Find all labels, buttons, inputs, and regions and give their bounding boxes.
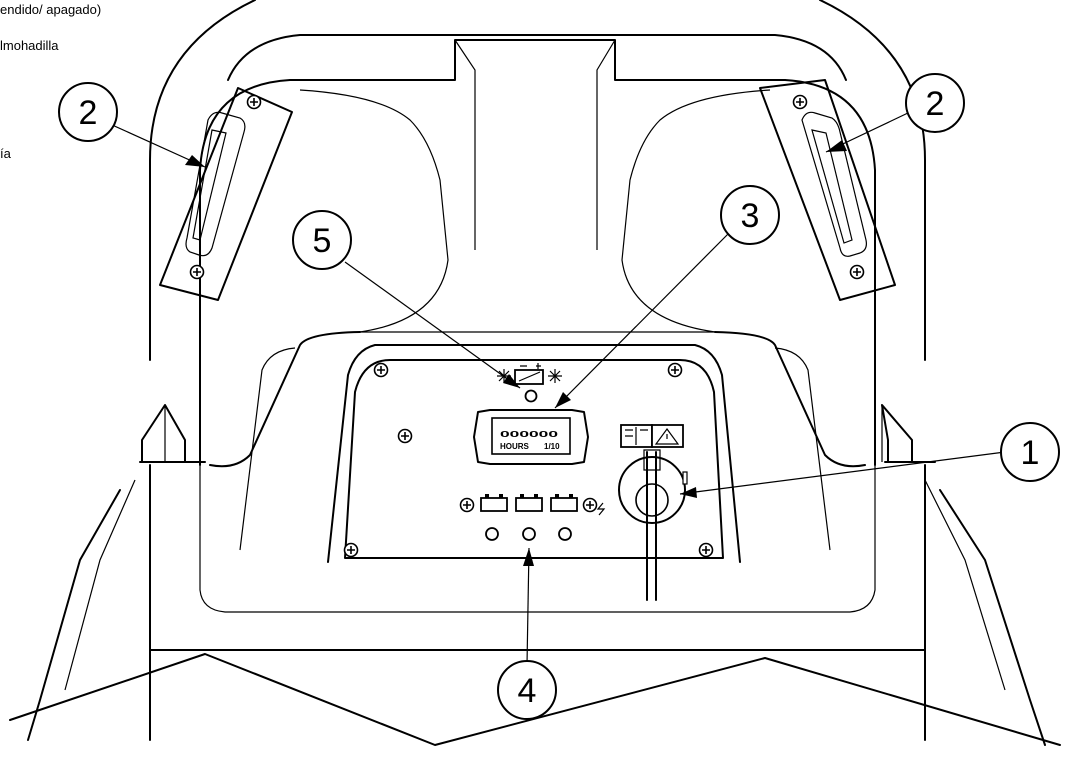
callout-1-number: 1 — [1021, 434, 1040, 472]
callout-4: 4 — [497, 660, 557, 720]
callout-3-number: 3 — [741, 197, 760, 235]
sun-icon — [548, 369, 562, 383]
key-switch — [618, 449, 688, 601]
callout-2-left: 2 — [58, 82, 118, 142]
callout-4-number: 4 — [518, 672, 537, 710]
battery-indicator-lights — [459, 493, 606, 541]
hour-meter-digits: 000000 — [500, 430, 559, 439]
legend-line-2: lmohadilla — [0, 38, 59, 53]
control-panel — [239, 344, 831, 563]
battery-charge-indicator — [497, 363, 562, 403]
callout-5-number: 5 — [313, 222, 332, 260]
handle-grip-left — [159, 87, 293, 301]
callout-3: 3 — [720, 185, 780, 245]
hour-meter: 000000 HOURS 1/10 — [473, 409, 589, 465]
legend-line-3: ía — [0, 146, 11, 161]
hour-meter-label: HOURS — [500, 442, 530, 451]
manual-book-icon — [620, 424, 653, 448]
key-icon — [646, 451, 657, 601]
handle-frame — [149, 0, 926, 468]
handle-grip-right — [759, 79, 896, 301]
callout-5: 5 — [292, 210, 352, 270]
machine-body — [9, 464, 1061, 746]
battery-icon — [514, 363, 544, 385]
hour-meter-unit: 1/10 — [544, 442, 560, 451]
warning-icon — [651, 424, 684, 448]
callout-2-right-number: 2 — [926, 85, 945, 123]
callout-1: 1 — [1000, 422, 1060, 482]
callout-2-left-number: 2 — [79, 94, 98, 132]
plug-icon — [596, 502, 606, 516]
leader-lines — [109, 111, 1006, 666]
callout-2-right: 2 — [905, 73, 965, 133]
legend-line-1: endido/ apagado) — [0, 2, 102, 17]
